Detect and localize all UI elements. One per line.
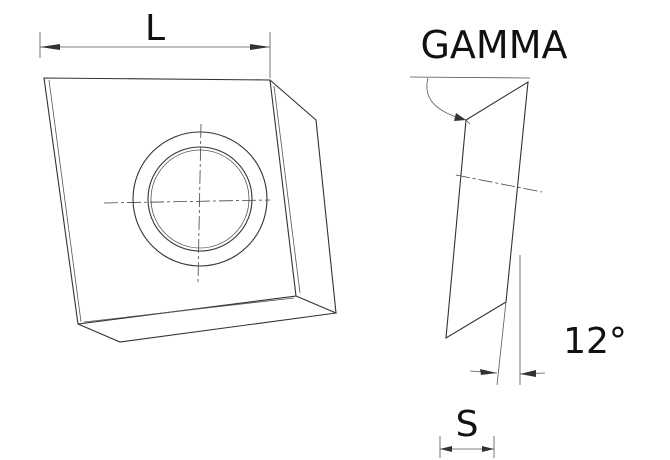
- insert-top-face: [43, 77, 297, 325]
- insert-side-face: [269, 79, 337, 314]
- angle-label: 12°: [563, 321, 627, 362]
- length-label: L: [145, 8, 165, 49]
- mounting-hole-outer: [132, 131, 268, 267]
- thickness-dimension: S: [439, 404, 495, 458]
- thickness-label: S: [456, 404, 479, 445]
- insert-bottom-face: [77, 312, 337, 343]
- horizontal-centerline: [103, 199, 271, 204]
- side-view: GAMMA 12° S: [409, 23, 627, 458]
- gamma-angle-arc: [426, 77, 467, 121]
- gamma-label: GAMMA: [420, 23, 567, 67]
- vertical-centerline: [197, 123, 202, 283]
- profile-centerline: [455, 174, 543, 193]
- front-view: L: [39, 8, 337, 343]
- mounting-hole-inner: [147, 146, 253, 252]
- length-dimension: L: [39, 8, 271, 78]
